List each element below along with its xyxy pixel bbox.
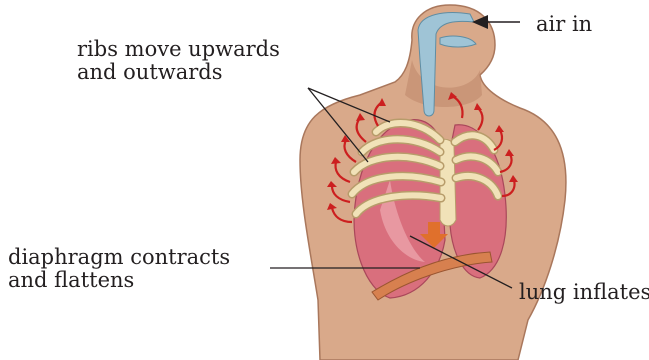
lung-inflates-label: lung inflates — [519, 281, 649, 304]
ribs-label-line-2: and outwards — [77, 61, 280, 84]
diaphragm-label: diaphragm contracts and flattens — [8, 246, 230, 292]
ribs-label: ribs move upwards and outwards — [77, 38, 280, 84]
diaphragm-label-line-2: and flattens — [8, 269, 230, 292]
diaphragm-label-line-1: diaphragm contracts — [8, 246, 230, 269]
air-in-label: air in — [536, 13, 592, 36]
ribs-label-line-1: ribs move upwards — [77, 38, 280, 61]
